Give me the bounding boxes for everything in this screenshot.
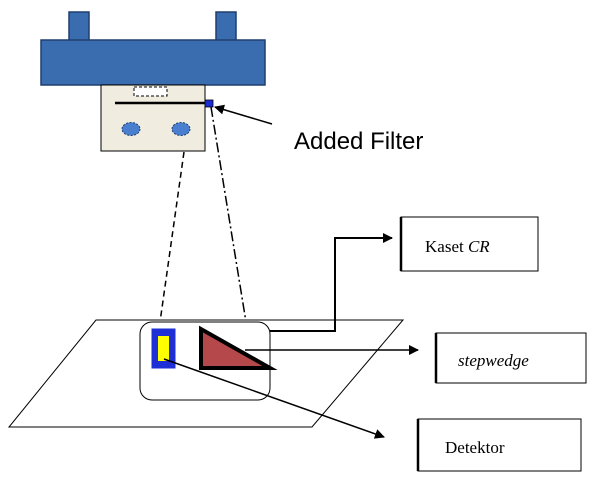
collimator-knob-left (121, 122, 141, 136)
collimator-icon (100, 84, 214, 152)
kaset-cr-label-prefix: Kaset (425, 237, 468, 256)
stepwedge-label: stepwedge (458, 351, 529, 370)
stepwedge-triangle-icon (199, 325, 278, 370)
detektor-label-box: Detektor (416, 418, 582, 472)
detektor-box (417, 418, 582, 472)
detector-icon (151, 328, 176, 369)
xray-tube-icon (40, 11, 266, 86)
added-filter-label: Added Filter (294, 128, 423, 155)
collimator-knob-right (171, 122, 191, 136)
added-filter-icon (204, 99, 214, 108)
collimator-slot (133, 86, 168, 97)
tube-housing (40, 39, 266, 86)
stepwedge-label-box: stepwedge (434, 332, 587, 384)
kaset-connector-arrow (270, 233, 393, 332)
beam-left-edge (159, 151, 185, 323)
detektor-label: Detektor (445, 438, 505, 457)
kaset-cr-label-suffix: CR (468, 237, 490, 256)
kaset-cr-label: Kaset CR (425, 237, 490, 256)
detector-element (158, 336, 169, 361)
added-filter-arrow (214, 104, 273, 125)
stepwedge-box (435, 332, 587, 384)
beam-right-edge (210, 106, 247, 323)
kaset-cr-box (400, 216, 539, 272)
kaset-cr-label-box: Kaset CR (399, 216, 539, 272)
detektor-arrow (163, 358, 385, 439)
